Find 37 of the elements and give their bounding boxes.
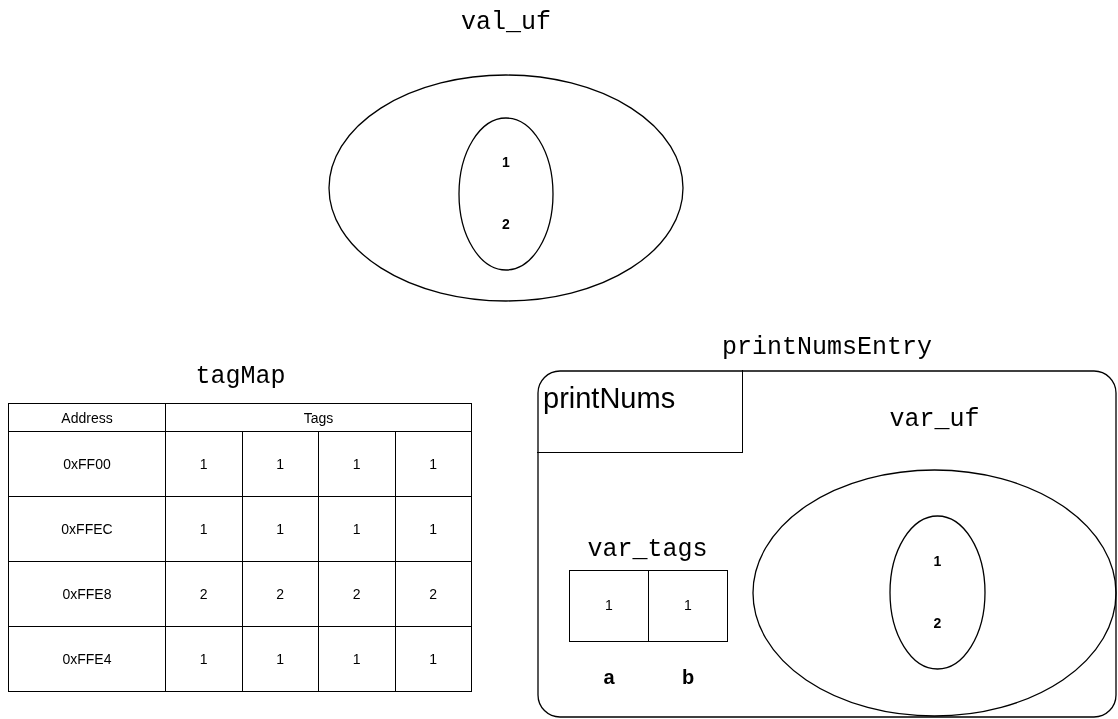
table-cell: 0xFF00 [8, 431, 166, 497]
table-cell: 2 [395, 561, 472, 627]
field-name: a [603, 666, 615, 689]
set-element: 2 [933, 614, 942, 631]
field-name: b [681, 666, 695, 689]
name-tab [537, 370, 743, 453]
table-cell: Address [8, 403, 166, 432]
table-cell: 1 [165, 496, 242, 562]
set-element: 1 [502, 154, 510, 171]
table-cell: 1 [242, 626, 319, 692]
table-cell: Tags [165, 403, 472, 432]
set-element: 2 [502, 215, 510, 232]
table-title: tagMap [195, 362, 286, 391]
frame-title: printNumsEntry [721, 333, 932, 362]
table-cell: 0xFFE4 [8, 626, 166, 692]
table-cell: 1 [242, 496, 319, 562]
table-cell: 1 [318, 496, 395, 562]
record-title: var_tags [587, 535, 708, 564]
set-title: var_uf [889, 405, 980, 434]
function-name: printNums [543, 382, 676, 415]
table-cell: 1 [242, 431, 319, 497]
set-title: val_uf [461, 8, 551, 37]
table-cell: 2 [242, 561, 319, 627]
table-cell: 1 [318, 431, 395, 497]
table-cell: 1 [395, 496, 472, 562]
table-cell: 1 [165, 431, 242, 497]
field-value: 1 [605, 597, 613, 613]
table-cell: 1 [395, 431, 472, 497]
table-cell: 1 [165, 626, 242, 692]
set-element: 1 [933, 552, 942, 569]
table-cell: 1 [318, 626, 395, 692]
table-cell: 2 [165, 561, 242, 627]
table-cell: 0xFFE8 [8, 561, 166, 627]
table-cell: 2 [318, 561, 395, 627]
table-cell: 1 [395, 626, 472, 692]
field-value: 1 [684, 597, 692, 613]
table-cell: 0xFFEC [8, 496, 166, 562]
